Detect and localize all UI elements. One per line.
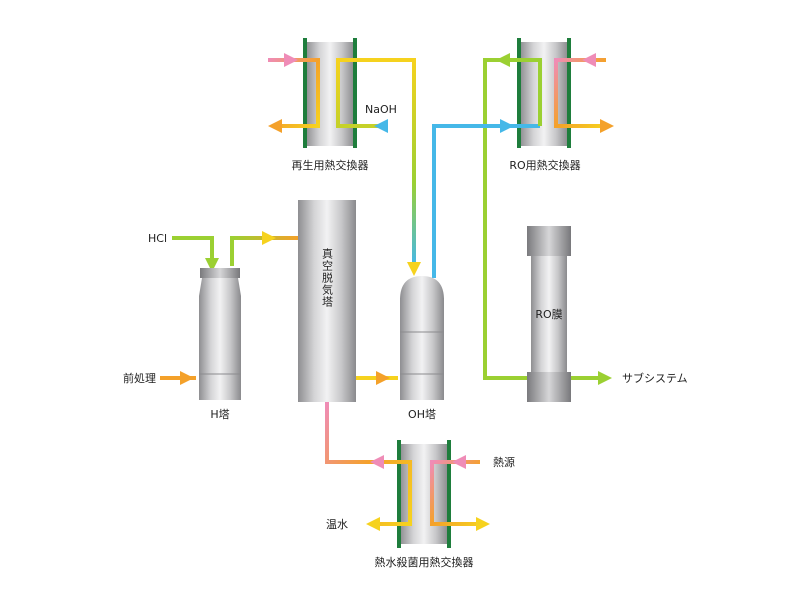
sterilize-hx-label: 熱水殺菌用熱交換器 [375,555,474,569]
heat-source-arrow [452,455,466,469]
naoh-arrow [374,119,388,133]
sterilize-hx-plate-right [447,440,451,548]
hcl-line [172,236,214,262]
sub-system-label: サブシステム [622,371,688,385]
ro-hx-label: RO用熱交換器 [509,158,580,172]
h-tower-label: H塔 [210,408,229,421]
oh-tower: OH塔 [400,276,444,421]
hcl-label: HCl [148,232,167,245]
sub-system-arrow [598,371,612,385]
vacuum-degassing-tower: 真空脱気塔 [298,200,356,402]
regen-hx-inlet-arrow [284,53,298,67]
pretreatment-arrow [180,371,194,385]
oh-to-ro-line [432,124,510,278]
heat-source-label: 熱源 [493,455,515,469]
sterilize-inlet-arrow [370,455,384,469]
warm-water-label: 温水 [326,518,348,531]
h-to-vacuum-arrow [262,231,276,245]
naoh-line [336,58,416,265]
warm-water-arrow [366,517,380,531]
ro-heat-exchanger: RO用熱交換器 [483,38,614,380]
oh-tower-label: OH塔 [408,408,436,421]
hcl-arrow [205,258,219,272]
ro-hx-inlet-arrow [582,53,596,67]
oh-to-ro-arrow [500,119,514,133]
naoh-label: NaOH [365,103,397,116]
sterilize-outlet-arrow [476,517,490,531]
ro-hx-plate-left [517,38,521,148]
vacuum-tower-label: 真空脱気塔 [321,247,334,308]
regen-hx-plate-right [353,38,357,148]
regen-hx-outlet-arrow [268,119,282,133]
sterilize-heat-exchanger: 熱源 温水 熱水殺菌用熱交換器 [325,402,515,569]
pretreatment-label: 前処理 [123,371,156,385]
vacuum-to-sterilize-line [325,402,412,526]
oh-tower-inlet-arrow [407,262,421,276]
ro-membrane-label: RO膜 [535,308,562,321]
ro-hx-green-arrow [496,53,510,67]
ro-hx-outlet-arrow [600,119,614,133]
ro-supply-line [483,58,606,380]
ro-hx-plate-right [567,38,571,148]
vacuum-to-oh-arrow [376,371,390,385]
regen-heat-exchanger: 再生用熱交換器 NaOH [268,38,421,276]
ro-hx-hot-path [554,58,606,128]
regen-hx-plate-left [303,38,307,148]
h-tower: H塔 [199,268,241,421]
ro-membrane: RO膜 [527,226,571,402]
sterilize-hx-plate-left [397,440,401,548]
regen-hx-label: 再生用熱交換器 [292,158,369,172]
